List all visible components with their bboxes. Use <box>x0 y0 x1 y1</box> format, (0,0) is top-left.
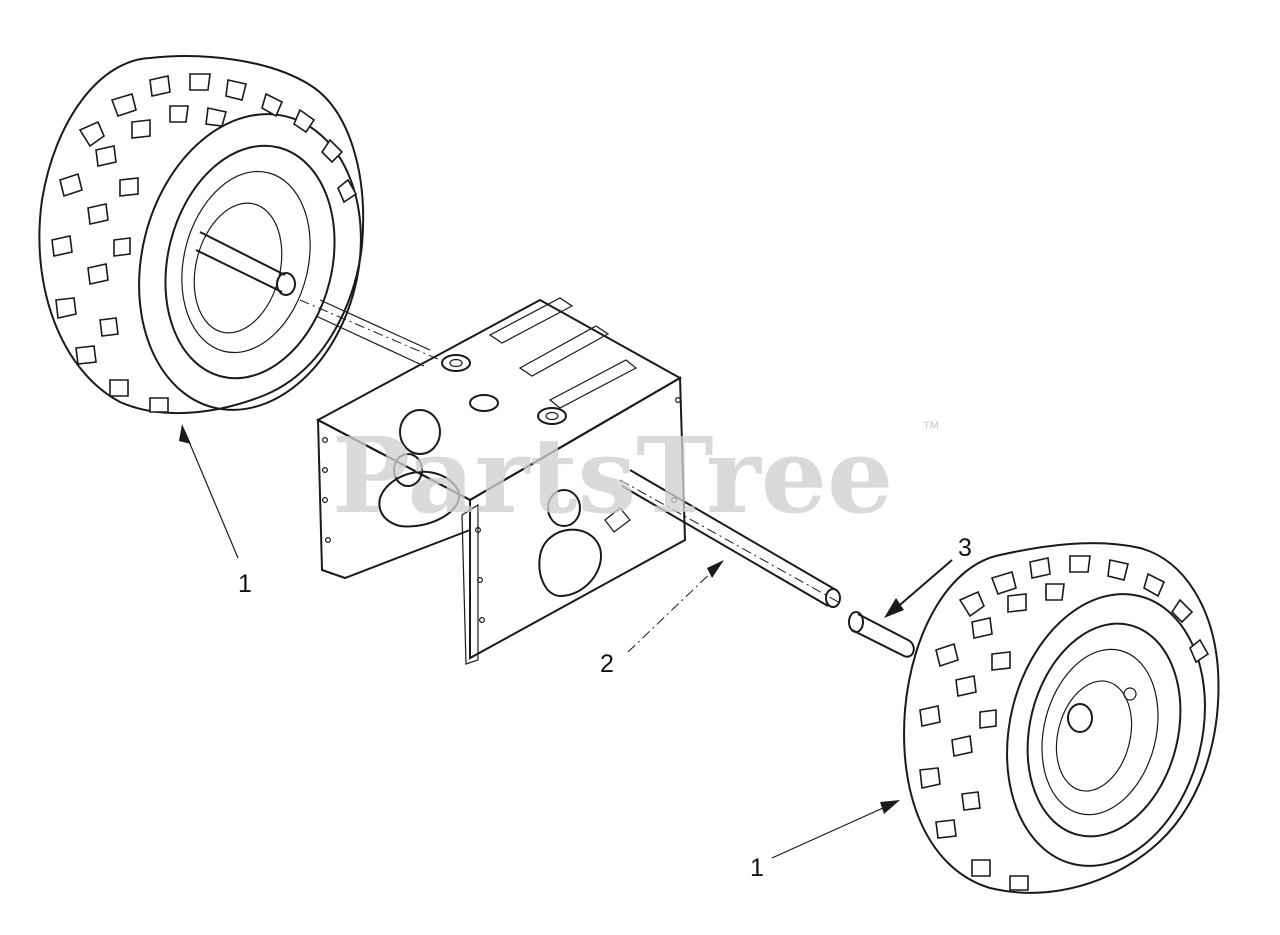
right-rim-dish <box>1055 680 1133 792</box>
callout-right-wheel-leader <box>771 803 893 859</box>
frame-left-hole-2 <box>393 453 423 487</box>
right-tire-outline <box>903 542 1220 894</box>
watermark-brand: PartsTree <box>332 414 893 537</box>
callout-pin-label: 3 <box>958 534 972 562</box>
left-axle-end <box>276 272 296 296</box>
right-wheel <box>903 542 1220 894</box>
frame-slot-2 <box>518 325 610 377</box>
frame-boss-3 <box>537 407 567 425</box>
left-axle-centerline <box>299 299 441 361</box>
watermark-trademark: ™ <box>922 418 940 438</box>
frame-left-cutout <box>378 470 461 528</box>
pin-body <box>851 613 915 658</box>
axle-shaft <box>621 469 837 607</box>
frame-slot-3 <box>548 359 638 409</box>
right-rim-inner <box>1041 648 1159 816</box>
frame-right-slot <box>604 507 631 533</box>
left-axle-stub <box>195 231 286 293</box>
callouts: 1 2 3 1 <box>179 424 972 882</box>
frame-bottom-flange <box>461 503 479 665</box>
left-wheel <box>38 55 365 415</box>
watermark: PartsTree ™ <box>332 414 940 537</box>
callout-left-wheel-leader <box>184 431 239 559</box>
left-rim-outer <box>164 144 336 380</box>
left-tire-sidewall <box>138 113 362 411</box>
frame-right-hole-1 <box>547 489 581 527</box>
callout-right-wheel-label: 1 <box>750 854 764 882</box>
frame-slot-1 <box>488 297 574 344</box>
frame-left-plate <box>316 418 471 580</box>
frame-rivets <box>322 397 681 623</box>
axle <box>619 469 843 608</box>
right-hub <box>1067 703 1093 733</box>
callout-pin-arrowhead <box>884 598 904 618</box>
right-tire-sidewall <box>1006 593 1206 867</box>
callout-axle-label: 2 <box>600 650 614 678</box>
callout-left-wheel-label: 1 <box>238 570 252 598</box>
frame-boss-1 <box>441 354 471 372</box>
left-tire-outline <box>38 55 365 415</box>
axle-centerline <box>619 479 843 605</box>
left-tread <box>51 73 358 413</box>
frame-right-plate <box>469 376 687 660</box>
callout-pin-leader <box>893 559 953 611</box>
frame-boss-2 <box>469 394 499 412</box>
axle-end <box>825 588 841 608</box>
frame-housing <box>315 297 687 665</box>
callout-axle-leader <box>627 565 719 653</box>
left-rim-dish <box>193 202 283 334</box>
callout-axle-arrowhead <box>707 560 724 578</box>
callout-right-wheel-arrowhead <box>880 800 900 814</box>
right-valve <box>1123 687 1137 701</box>
left-axle-shaft <box>315 299 431 367</box>
clevis-pin <box>848 611 915 658</box>
right-rim-outer <box>1026 622 1182 838</box>
callout-left-wheel-arrowhead <box>179 424 191 444</box>
frame-boss-1-hole <box>449 358 463 368</box>
pin-head <box>848 611 864 633</box>
left-rim-inner <box>181 170 311 354</box>
frame-right-cutout <box>538 528 603 598</box>
frame-boss-3-hole <box>545 411 559 421</box>
frame-left-hole-1 <box>399 409 441 455</box>
right-tread <box>919 555 1210 891</box>
